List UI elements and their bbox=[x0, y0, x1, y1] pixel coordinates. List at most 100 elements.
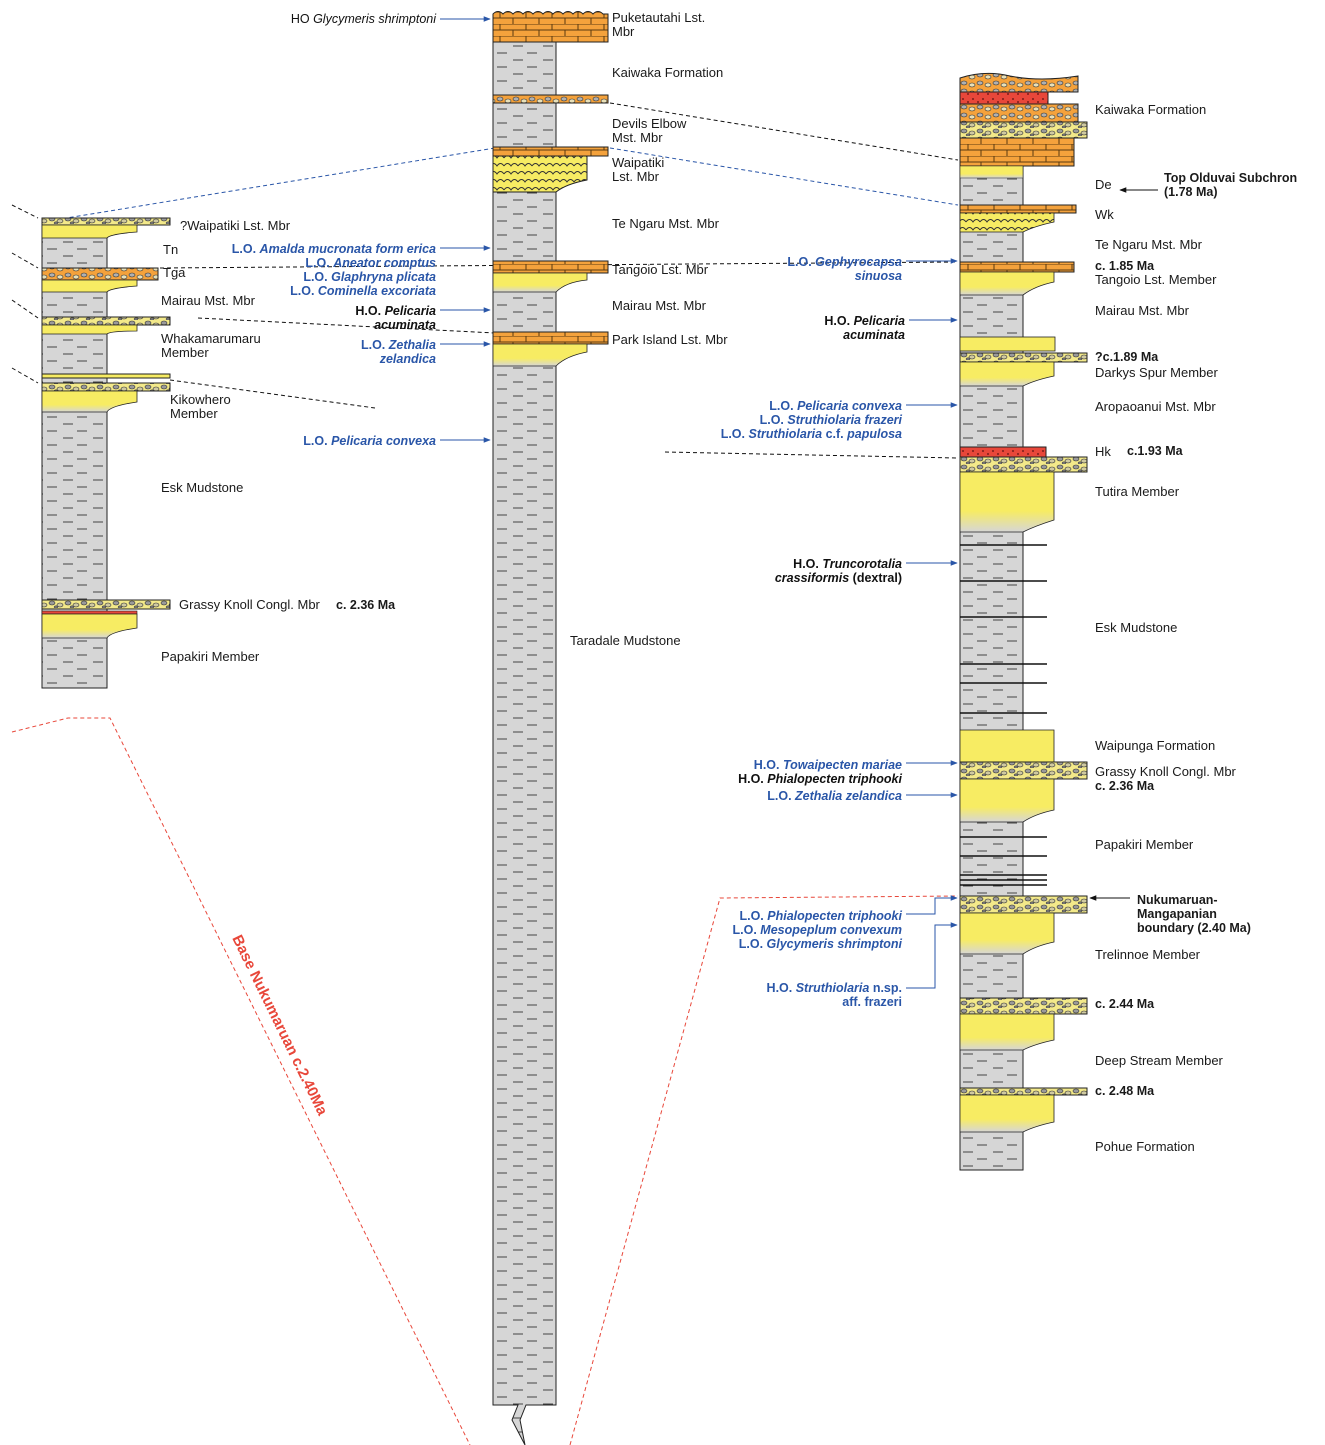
bio-lo-frazeri: L.O. Struthiolaria frazeri bbox=[760, 413, 903, 427]
left-label-papakiri: Papakiri Member bbox=[161, 649, 260, 664]
right-label-olduvai-2: (1.78 Ma) bbox=[1164, 185, 1218, 199]
bio-ho-pelicaria-2: acuminata bbox=[374, 318, 436, 332]
middle-bed-park-island-sand bbox=[492, 343, 588, 367]
middle-bed-tangoio-sand bbox=[492, 272, 588, 293]
right-bed-kaiwaka-congl-top bbox=[959, 72, 1079, 93]
right-bed-kaiwaka-congl-low bbox=[959, 121, 1088, 139]
right-bed-hk-congl bbox=[959, 456, 1088, 473]
right-label-hk: Hk bbox=[1095, 444, 1111, 459]
right-label-tutira: Tutira Member bbox=[1095, 484, 1180, 499]
left-bed-whakamarumaru bbox=[41, 316, 171, 326]
corr-line-left-edge-2 bbox=[11, 252, 39, 269]
corr-line-devils-elbow bbox=[609, 102, 959, 161]
bio-ho-truncorotalia-2: crassiformis (dextral) bbox=[775, 571, 902, 585]
mid-label-tangoio: Tangoio Lst. Mbr bbox=[612, 262, 709, 277]
bio-ho-pelicaria-right-1: H.O. Pelicaria bbox=[824, 314, 905, 328]
base-nukumaruan-line-right bbox=[569, 895, 959, 1445]
left-label-tn: Tn bbox=[163, 242, 178, 257]
right-bed-tutira-sand bbox=[959, 471, 1055, 533]
right-label-wk: Wk bbox=[1095, 207, 1114, 222]
right-bed-de-sand bbox=[959, 165, 1024, 179]
right-label-te-ngaru: Te Ngaru Mst. Mbr bbox=[1095, 237, 1203, 252]
right-label-boundary-1: Nukumaruan- bbox=[1137, 893, 1218, 907]
middle-bed-waipatiki-lime bbox=[492, 146, 609, 157]
left-bed-tga bbox=[41, 267, 159, 281]
middle-bed-waipatiki-shell bbox=[492, 155, 588, 193]
right-column: Kaiwaka Formation De Top Olduvai Subchro… bbox=[721, 72, 1297, 1171]
right-label-grassy: Grassy Knoll Congl. Mbr bbox=[1095, 764, 1237, 779]
bio-lo-glycymeris: L.O. Glycymeris shrimptoni bbox=[739, 937, 903, 951]
left-bed-sand-5 bbox=[41, 613, 138, 639]
bio-lo-pelicaria-convexa: L.O. Pelicaria convexa bbox=[303, 434, 436, 448]
right-label-boundary-3: boundary (2.40 Ma) bbox=[1137, 921, 1251, 935]
left-column: ?Waipatiki Lst. Mbr Tn Tga Mairau Mst. M… bbox=[41, 217, 396, 689]
right-label-tangoio: Tangoio Lst. Member bbox=[1095, 272, 1217, 287]
mid-label-waipatiki-1: Waipatiki bbox=[612, 155, 664, 170]
mid-label-mairau: Mairau Mst. Mbr bbox=[612, 298, 707, 313]
arrow-lo-phialopecten bbox=[906, 895, 958, 915]
corr-line-left-edge-3 bbox=[11, 299, 39, 319]
right-label-trelinnoe: Trelinnoe Member bbox=[1095, 947, 1201, 962]
middle-bed-puketautahi bbox=[492, 11, 609, 43]
bio-ho-struthiolaria-1: H.O. Struthiolaria n.sp. bbox=[767, 981, 902, 995]
right-bed-trelinnoe-sand bbox=[959, 912, 1055, 955]
base-nukumaruan-line bbox=[11, 717, 471, 1445]
corr-line-park-island bbox=[197, 317, 496, 334]
right-label-pohue: Pohue Formation bbox=[1095, 1139, 1195, 1154]
mid-label-kaiwaka: Kaiwaka Formation bbox=[612, 65, 723, 80]
right-label-papakiri: Papakiri Member bbox=[1095, 837, 1194, 852]
right-label-aropaoanui: Aropaoanui Mst. Mbr bbox=[1095, 399, 1216, 414]
corr-line-hk bbox=[664, 451, 959, 459]
left-bed-sand-4 bbox=[41, 390, 138, 413]
left-label-tga: Tga bbox=[163, 265, 186, 280]
mid-label-te-ngaru: Te Ngaru Mst. Mbr bbox=[612, 216, 720, 231]
mid-label-puketautahi-1: Puketautahi Lst. bbox=[612, 10, 705, 25]
left-bed-sand-3 bbox=[41, 324, 138, 335]
base-nukumaruan-label: Base Nukumaruan c.2.40Ma bbox=[228, 932, 331, 1118]
left-label-kikowhero-2: Member bbox=[170, 406, 218, 421]
middle-bed-tangoio bbox=[492, 260, 609, 274]
left-label-waipatiki: ?Waipatiki Lst. Mbr bbox=[180, 218, 291, 233]
bio-lo-phialopecten: L.O. Phialopecten triphooki bbox=[739, 909, 902, 923]
right-label-esk: Esk Mudstone bbox=[1095, 620, 1177, 635]
bio-lo-glaphryna: L.O. Glaphryna plicata bbox=[303, 270, 436, 284]
right-label-waipunga: Waipunga Formation bbox=[1095, 738, 1215, 753]
left-bed-red bbox=[41, 610, 138, 615]
right-bed-kaiwaka-red bbox=[959, 91, 1049, 105]
right-bed-wk-lime bbox=[959, 204, 1077, 214]
left-bed-sand-2 bbox=[41, 279, 138, 293]
right-esk-thin-beds bbox=[960, 544, 1047, 714]
right-label-boundary-2: Mangapanian bbox=[1137, 907, 1217, 921]
corr-line-left-edge-4 bbox=[11, 367, 39, 384]
right-bed-kaiwaka-lime bbox=[959, 137, 1075, 167]
left-label-mairau: Mairau Mst. Mbr bbox=[161, 293, 256, 308]
right-bed-darkys-congl bbox=[959, 352, 1088, 363]
right-bed-248-sand bbox=[959, 1094, 1055, 1133]
bio-ho-phialopecten: H.O. Phialopecten triphooki bbox=[738, 772, 902, 786]
left-label-grassy: Grassy Knoll Congl. Mbr bbox=[179, 597, 321, 612]
left-label-whakamarumaru-1: Whakamarumaru bbox=[161, 331, 261, 346]
bio-lo-papulosa: L.O. Struthiolaria c.f. papulosa bbox=[721, 427, 902, 441]
right-bed-waipunga-sand bbox=[959, 729, 1055, 763]
bio-lo-mesopeplum: L.O. Mesopeplum convexum bbox=[733, 923, 902, 937]
mid-label-taradale: Taradale Mudstone bbox=[570, 633, 681, 648]
bio-ho-struthiolaria-2: aff. frazeri bbox=[842, 995, 902, 1009]
mid-label-devils-1: Devils Elbow bbox=[612, 116, 687, 131]
corr-line-waipatiki-blue-right bbox=[609, 147, 959, 206]
right-papakiri-thin-beds bbox=[960, 836, 1047, 886]
right-bed-tangoio-sand bbox=[959, 271, 1055, 296]
bio-ho-glycymeris: HO Glycymeris shrimptoni bbox=[291, 12, 437, 26]
right-bed-tangoio-lime bbox=[959, 261, 1075, 273]
bio-lo-cominella: L.O. Cominella excoriata bbox=[290, 284, 436, 298]
corr-line-waipatiki-blue bbox=[41, 147, 496, 223]
mid-label-waipatiki-2: Lst. Mbr bbox=[612, 169, 660, 184]
right-bed-244-congl bbox=[959, 997, 1088, 1015]
right-bed-darkys-sand bbox=[959, 361, 1055, 387]
middle-bed-park-island bbox=[492, 331, 609, 345]
bio-lo-zethalia-right: L.O. Zethalia zelandica bbox=[767, 789, 902, 803]
right-label-age-236: c. 2.36 Ma bbox=[1095, 779, 1155, 793]
right-label-de: De bbox=[1095, 177, 1112, 192]
right-label-age-193: c.1.93 Ma bbox=[1127, 444, 1184, 458]
middle-column: Puketautahi Lst. Mbr Kaiwaka Formation D… bbox=[232, 10, 728, 1445]
bio-lo-zethalia-1: L.O. Zethalia bbox=[361, 338, 436, 352]
